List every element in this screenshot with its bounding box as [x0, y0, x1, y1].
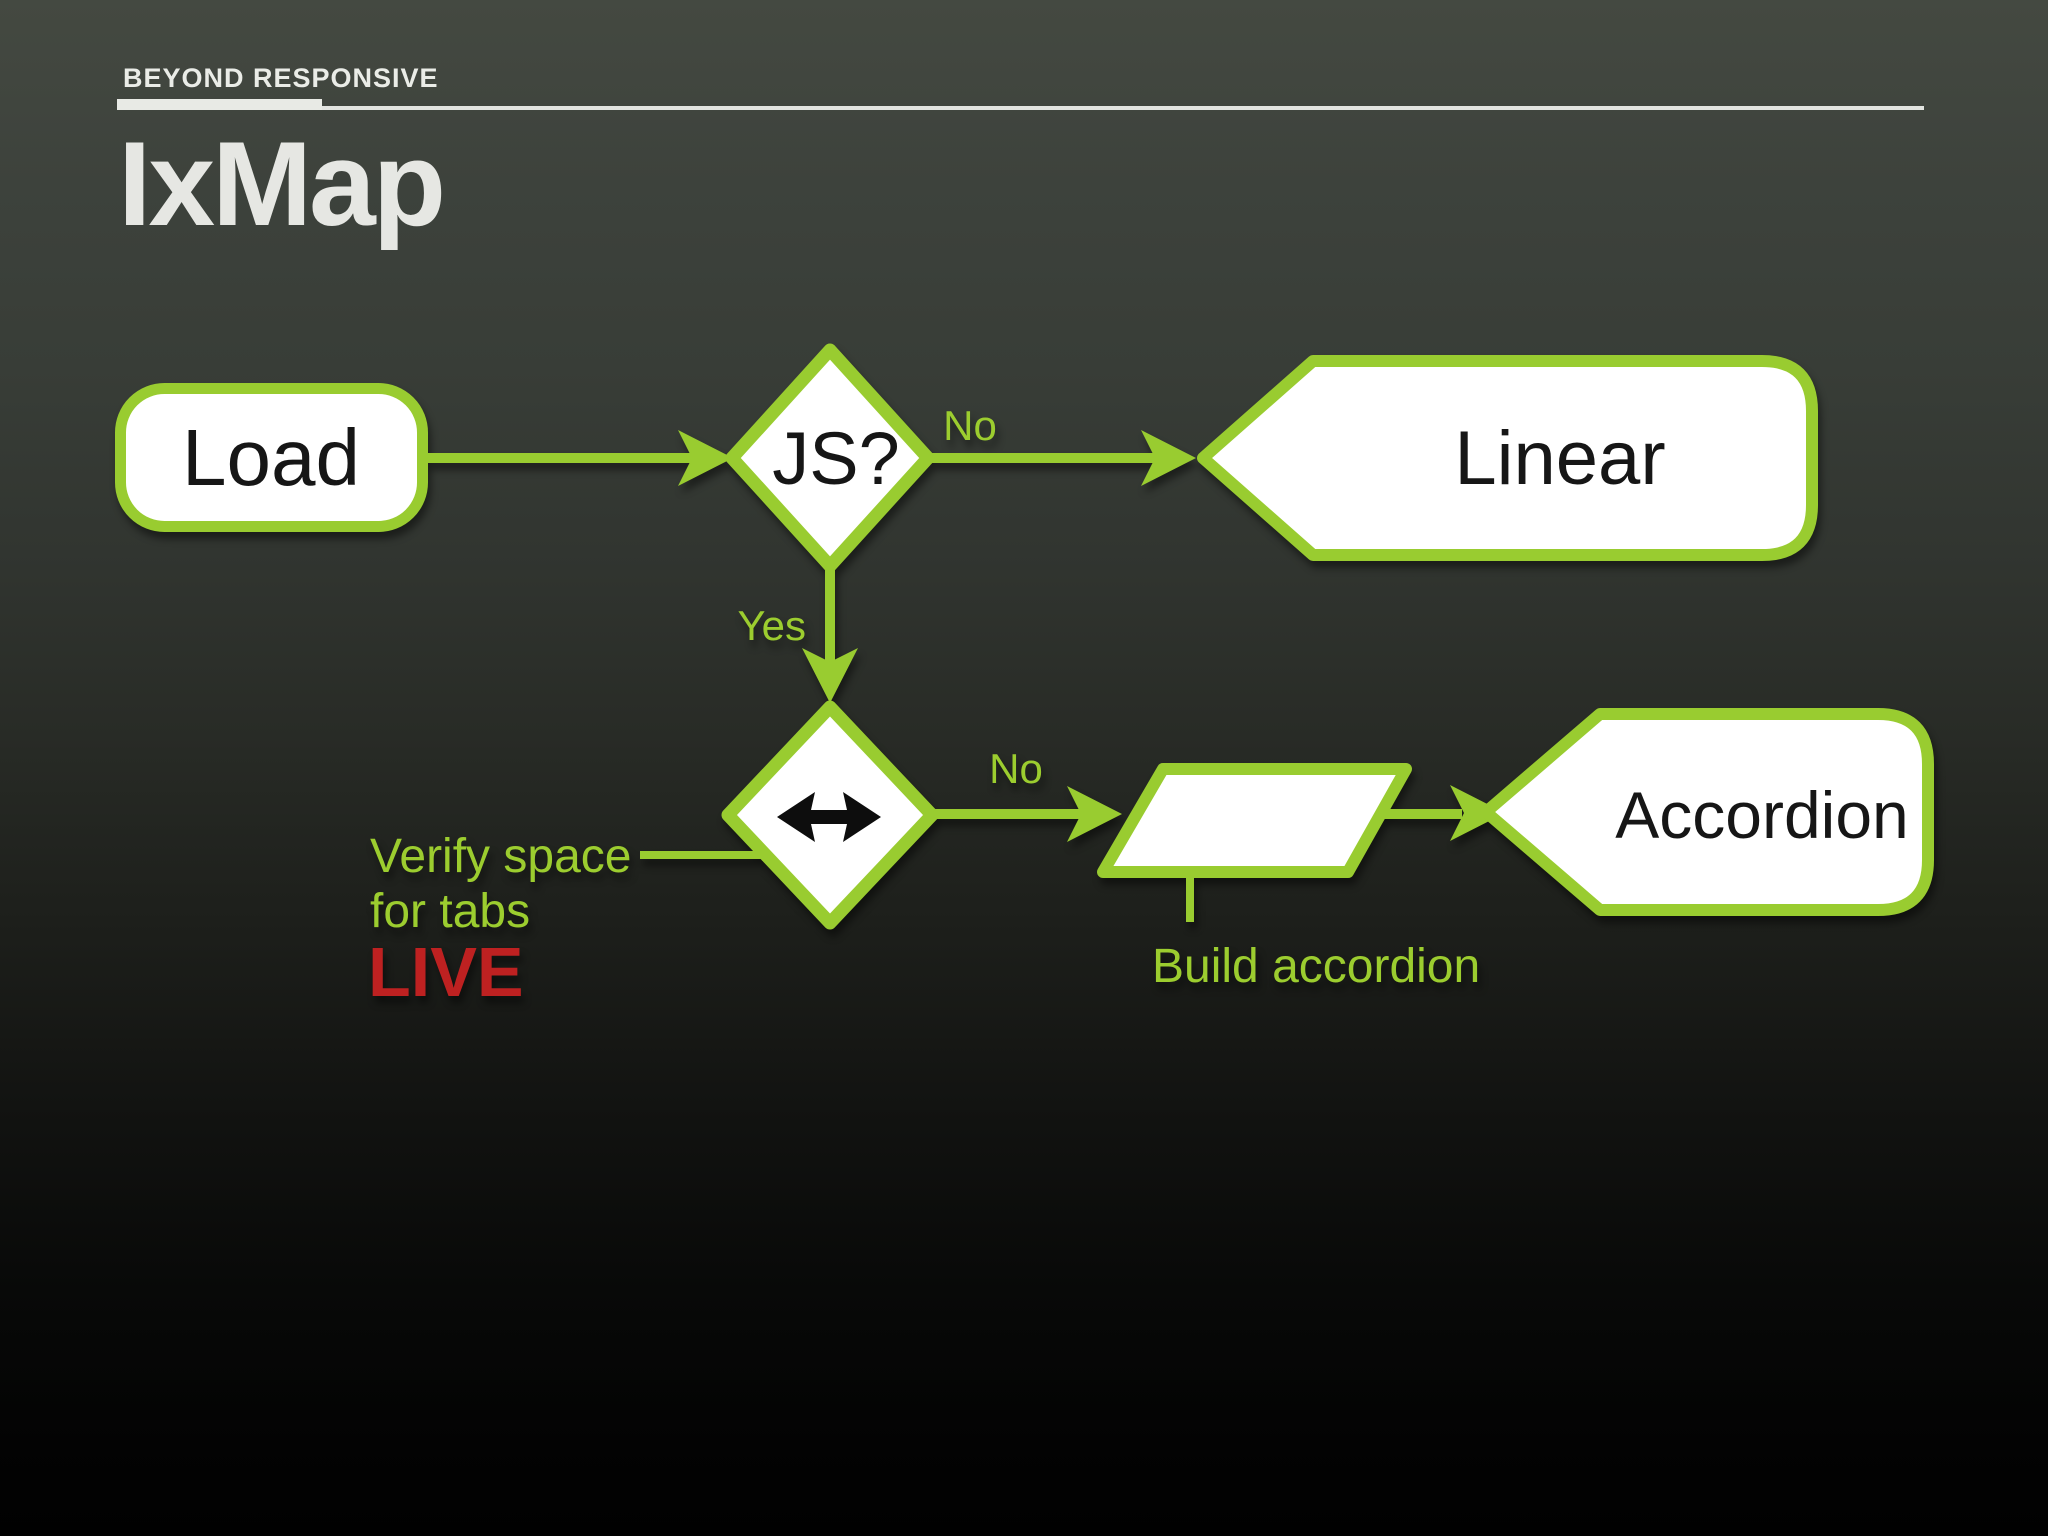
- edge-js-space: [802, 560, 858, 703]
- edge-load-js: [428, 430, 733, 486]
- edge-space-build: [932, 786, 1122, 842]
- node-linear: Linear: [1197, 355, 1818, 561]
- edge-label-no-bottom: No: [989, 745, 1043, 792]
- arrowhead-icon: [1067, 786, 1122, 842]
- edge-label-no-top: No: [943, 402, 997, 449]
- arrowhead-icon: [1450, 785, 1505, 841]
- edge-build-accordion: [1377, 785, 1505, 841]
- header-rule-thin: [322, 106, 1924, 110]
- node-accordion: Accordion: [1480, 708, 1934, 916]
- node-load: Load: [115, 383, 428, 532]
- arrowhead-icon: [678, 430, 733, 486]
- annotation-verify-line1: Verify space: [370, 830, 631, 883]
- double-arrow-icon: [777, 792, 881, 842]
- node-build-parallelogram: [1097, 763, 1412, 878]
- eyebrow-label: BEYOND RESPONSIVE: [123, 63, 439, 93]
- node-load-label: Load: [182, 413, 360, 502]
- edge-label-yes: Yes: [737, 602, 806, 649]
- node-space-decision: [721, 700, 939, 930]
- node-linear-label: Linear: [1454, 416, 1665, 501]
- annotation-live: LIVE: [368, 933, 524, 1011]
- annotation-build-accordion: Build accordion: [1152, 940, 1480, 993]
- header-rule-thick: [117, 99, 322, 110]
- annotation-verify-line2: for tabs: [370, 885, 530, 938]
- edge-js-linear: [928, 430, 1196, 486]
- node-js-decision: JS?: [725, 343, 935, 573]
- arrowhead-icon: [1141, 430, 1196, 486]
- arrowhead-icon: [802, 648, 858, 703]
- node-accordion-label: Accordion: [1615, 778, 1909, 852]
- node-js-label: JS?: [772, 417, 900, 500]
- slide-title: IxMap: [118, 117, 446, 251]
